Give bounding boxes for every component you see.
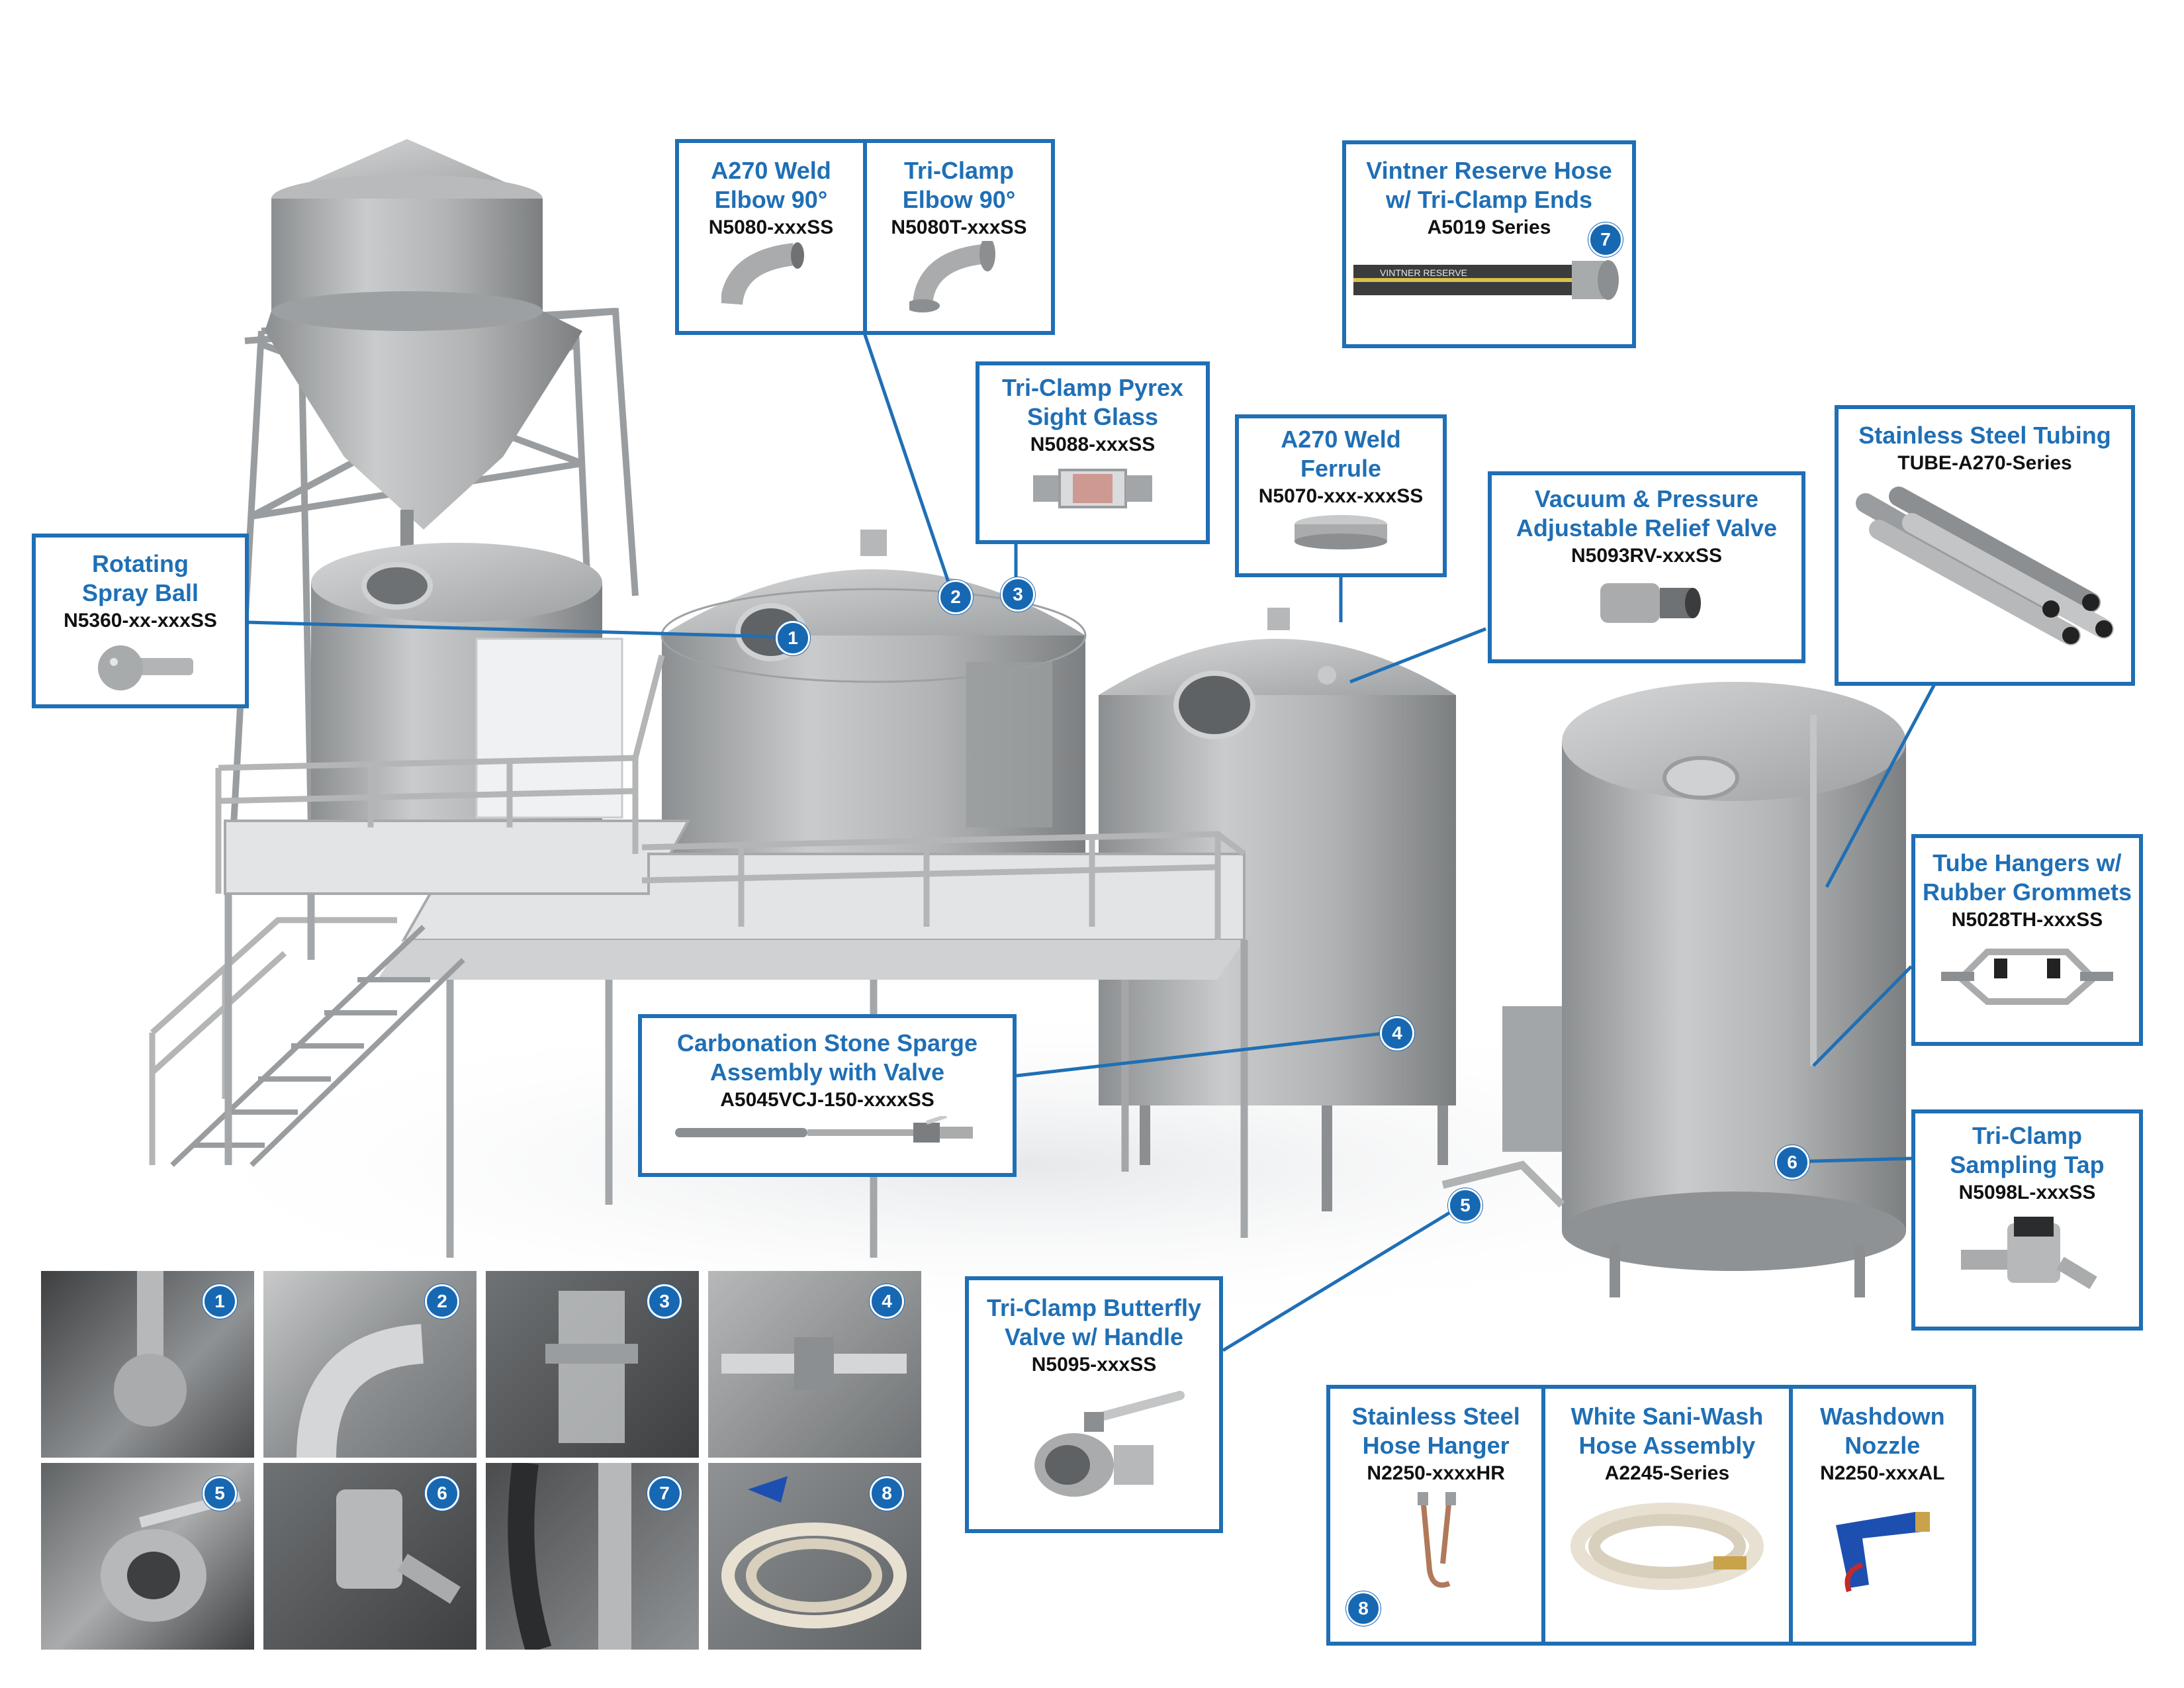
tri-clamp-elbow-icon <box>905 237 995 312</box>
callout-part-number: N5095-xxxSS <box>1031 1354 1157 1376</box>
callout-part-number: N2250-xxxxHR <box>1367 1462 1505 1484</box>
callout-sampling-tap: Tri-Clamp Sampling Tap N5098L-xxxSS <box>1911 1109 2143 1331</box>
callout-tri-clamp-elbow: Tri-Clamp Elbow 90° N5080T-xxxSS <box>863 143 1051 331</box>
photo-badge-4: 4 <box>870 1284 904 1319</box>
platform <box>224 820 1246 980</box>
photo-badge-1: 1 <box>203 1284 237 1319</box>
butterfly-valve-icon <box>1034 1391 1185 1497</box>
leader-lines <box>245 330 1938 1352</box>
callout-badge-2: 2 <box>938 580 973 614</box>
detail-photo-butterfly: 5 <box>41 1463 254 1650</box>
callout-badge-3: 3 <box>1001 577 1035 612</box>
photo-badge-5: 5 <box>203 1476 237 1511</box>
callout-part-number: N5080T-xxxSS <box>891 216 1027 238</box>
callout-part-number: N5080-xxxSS <box>708 216 834 238</box>
tube-hanger-icon <box>1941 949 2113 1005</box>
callout-title: Tube Hangers w/ Rubber Grommets <box>1922 849 2132 906</box>
tank-4 <box>1441 682 1906 1297</box>
photo-badge-7: 7 <box>647 1476 682 1511</box>
hose-icon: VINTNER RESERVE <box>1353 260 1619 300</box>
control-panel <box>475 637 623 819</box>
sight-glass-icon <box>1033 469 1152 508</box>
callout-title: Tri-Clamp Sampling Tap <box>1950 1122 2105 1178</box>
callout-pyrex-sight-glass: Tri-Clamp Pyrex Sight Glass N5088-xxxSS <box>976 361 1210 544</box>
callout-part-number: TUBE-A270-Series <box>1897 452 2072 474</box>
detail-photo-hose: 7 <box>486 1461 699 1654</box>
callout-badge-4: 4 <box>1380 1016 1414 1051</box>
callout-title: Stainless Steel Tubing <box>1858 422 2111 449</box>
callout-part-number: N5093RV-xxxSS <box>1571 545 1722 567</box>
detail-photo-sani-wash: 8 <box>708 1463 921 1650</box>
hose-print-text: VINTNER RESERVE <box>1380 267 1467 278</box>
tank-2 <box>660 530 1087 894</box>
tubing-icon <box>1856 487 2114 645</box>
hose-hanger-icon <box>1417 1492 1456 1588</box>
callout-vintner-reserve-hose: Vintner Reserve Hose w/ Tri-Clamp Ends A… <box>1342 140 1636 348</box>
floor-shadow <box>132 1000 1919 1331</box>
callout-badge-5: 5 <box>1448 1188 1482 1223</box>
carbonation-stone-icon <box>675 1114 973 1143</box>
callout-badge-8: 8 <box>1346 1591 1381 1626</box>
callout-title: Tri-Clamp Pyrex Sight Glass <box>1001 374 1184 430</box>
callout-stainless-steel-tubing: Stainless Steel Tubing TUBE-A270-Series <box>1835 405 2135 686</box>
detail-photo-sight-glass: 3 <box>486 1271 699 1458</box>
callout-title: A270 Weld Ferrule <box>1281 426 1401 482</box>
callout-badge-7: 7 <box>1588 222 1623 257</box>
callout-washdown-nozzle: Washdown Nozzle N2250-xxxAL <box>1788 1389 1972 1642</box>
ferrule-icon <box>1295 515 1387 549</box>
sampling-tap-icon <box>1961 1217 2097 1289</box>
photo-badge-6: 6 <box>425 1476 459 1511</box>
callout-part-number: N5070-xxx-xxxSS <box>1258 485 1424 507</box>
callout-title: Carbonation Stone Sparge Assembly with V… <box>676 1029 978 1086</box>
detail-photo-sampling-tap: 6 <box>263 1463 477 1650</box>
callout-part-number: A2245-Series <box>1604 1462 1730 1484</box>
callout-title: Tri-Clamp Butterfly Valve w/ Handle <box>986 1294 1202 1350</box>
callout-badge-6: 6 <box>1775 1145 1809 1180</box>
callout-part-number: A5045VCJ-150-xxxxSS <box>720 1089 934 1111</box>
callout-butterfly-valve: Tri-Clamp Butterfly Valve w/ Handle N509… <box>965 1276 1223 1533</box>
callout-part-number: N5098L-xxxSS <box>1958 1182 2096 1203</box>
spray-ball-icon <box>98 645 193 690</box>
callout-part-number: A5019 Series <box>1427 216 1551 238</box>
callout-title: White Sani-Wash Hose Assembly <box>1570 1403 1764 1459</box>
weld-elbow-icon <box>720 242 804 306</box>
callout-title: Stainless Steel Hose Hanger <box>1351 1403 1520 1459</box>
callout-title: Vintner Reserve Hose w/ Tri-Clamp Ends <box>1366 157 1612 213</box>
callout-part-number: N2250-xxxAL <box>1820 1462 1945 1484</box>
callout-title: Washdown Nozzle <box>1819 1403 1945 1459</box>
callout-a270-weld-ferrule: A270 Weld Ferrule N5070-xxx-xxxSS <box>1235 414 1447 577</box>
callout-title: Vacuum & Pressure Adjustable Relief Valv… <box>1516 485 1778 541</box>
callout-tube-hangers: Tube Hangers w/ Rubber Grommets N5028TH-… <box>1911 834 2143 1046</box>
relief-valve-icon <box>1600 583 1701 623</box>
callout-hose-hanger: Stainless Steel Hose Hanger N2250-xxxxHR… <box>1330 1389 1541 1642</box>
callout-title: A270 Weld Elbow 90° <box>711 157 831 213</box>
callout-part-number: N5360-xx-xxxSS <box>64 610 217 632</box>
callout-title: Tri-Clamp Elbow 90° <box>902 157 1016 213</box>
callout-elbows: A270 Weld Elbow 90° N5080-xxxSS Tri-Clam… <box>675 139 1055 335</box>
detail-photo-carbonation: 4 <box>708 1271 921 1458</box>
callout-relief-valve: Vacuum & Pressure Adjustable Relief Valv… <box>1488 471 1805 663</box>
callout-rotating-spray-ball: Rotating Spray Ball N5360-xx-xxxSS <box>32 534 249 708</box>
detail-photo-elbow: 2 <box>263 1271 477 1458</box>
callout-title: Rotating Spray Ball <box>81 550 199 606</box>
callout-carbonation-stone: Carbonation Stone Sparge Assembly with V… <box>638 1014 1017 1177</box>
silo <box>265 139 582 583</box>
photo-badge-3: 3 <box>647 1284 682 1319</box>
callout-hose-accessories: Stainless Steel Hose Hanger N2250-xxxxHR… <box>1326 1385 1976 1646</box>
photo-badge-8: 8 <box>870 1476 904 1511</box>
callout-part-number: N5028TH-xxxSS <box>1951 909 2103 931</box>
callout-a270-weld-elbow: A270 Weld Elbow 90° N5080-xxxSS <box>679 143 863 331</box>
photo-badge-2: 2 <box>425 1284 459 1319</box>
washdown-nozzle-icon <box>1836 1512 1931 1593</box>
detail-photo-spray-ball: 1 <box>41 1271 254 1458</box>
railings <box>149 654 1246 1165</box>
callout-sani-wash-hose: White Sani-Wash Hose Assembly A2245-Seri… <box>1541 1389 1788 1642</box>
callout-part-number: N5088-xxxSS <box>1030 434 1156 455</box>
stairs <box>170 925 465 1167</box>
callout-badge-1: 1 <box>776 621 810 655</box>
sani-wash-hose-icon <box>1570 1503 1764 1590</box>
